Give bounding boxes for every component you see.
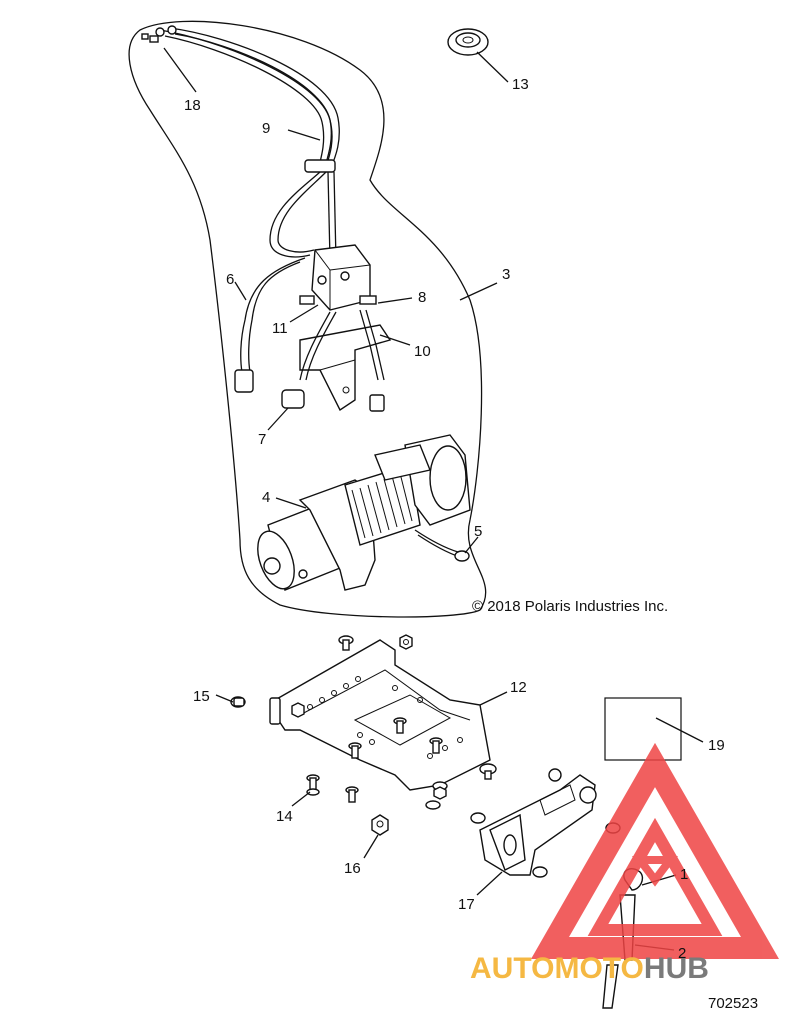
callout-1: 1 [680, 866, 688, 883]
copyright-notice: © 2018 Polaris Industries Inc. [472, 598, 668, 615]
callout-6: 6 [226, 271, 234, 288]
callout-15: 15 [193, 688, 210, 705]
callout-16: 16 [344, 860, 361, 877]
bolt-14 [306, 774, 359, 803]
callout-13: 13 [512, 76, 529, 93]
watermark-text: AUTOMOTOHUB [470, 952, 709, 985]
watermark-logo [531, 742, 779, 959]
cable-set [141, 25, 340, 261]
callout-14: 14 [276, 808, 293, 825]
bolt-15 [230, 696, 246, 708]
diagram-part-number: 702523 [708, 995, 758, 1012]
callout-labels: 1 2 3 4 5 6 7 8 9 10 11 12 13 14 15 16 1… [184, 76, 725, 962]
contactor [299, 244, 377, 311]
callout-11: 11 [272, 320, 288, 337]
callout-12: 12 [510, 679, 527, 696]
lead-cable-7 [281, 309, 385, 412]
callout-19: 19 [708, 737, 725, 754]
plate-bolts [291, 634, 497, 810]
winch [257, 434, 471, 591]
callout-5: 5 [474, 523, 482, 540]
nut-16 [371, 814, 389, 836]
callout-2: 2 [678, 945, 686, 962]
fairlead-bracket [470, 768, 621, 878]
lead-cable-6 [234, 257, 306, 393]
kit-outline [128, 20, 487, 618]
callout-4: 4 [262, 489, 270, 506]
grommet [447, 28, 489, 56]
callout-10: 10 [414, 343, 431, 360]
callout-17: 17 [458, 896, 475, 913]
callout-8: 8 [418, 289, 426, 306]
callout-9: 9 [262, 120, 270, 137]
part-19-box [604, 697, 682, 761]
contactor-bracket [299, 324, 392, 412]
callout-7: 7 [258, 431, 266, 448]
callout-3: 3 [502, 266, 510, 283]
callout-18: 18 [184, 97, 201, 114]
